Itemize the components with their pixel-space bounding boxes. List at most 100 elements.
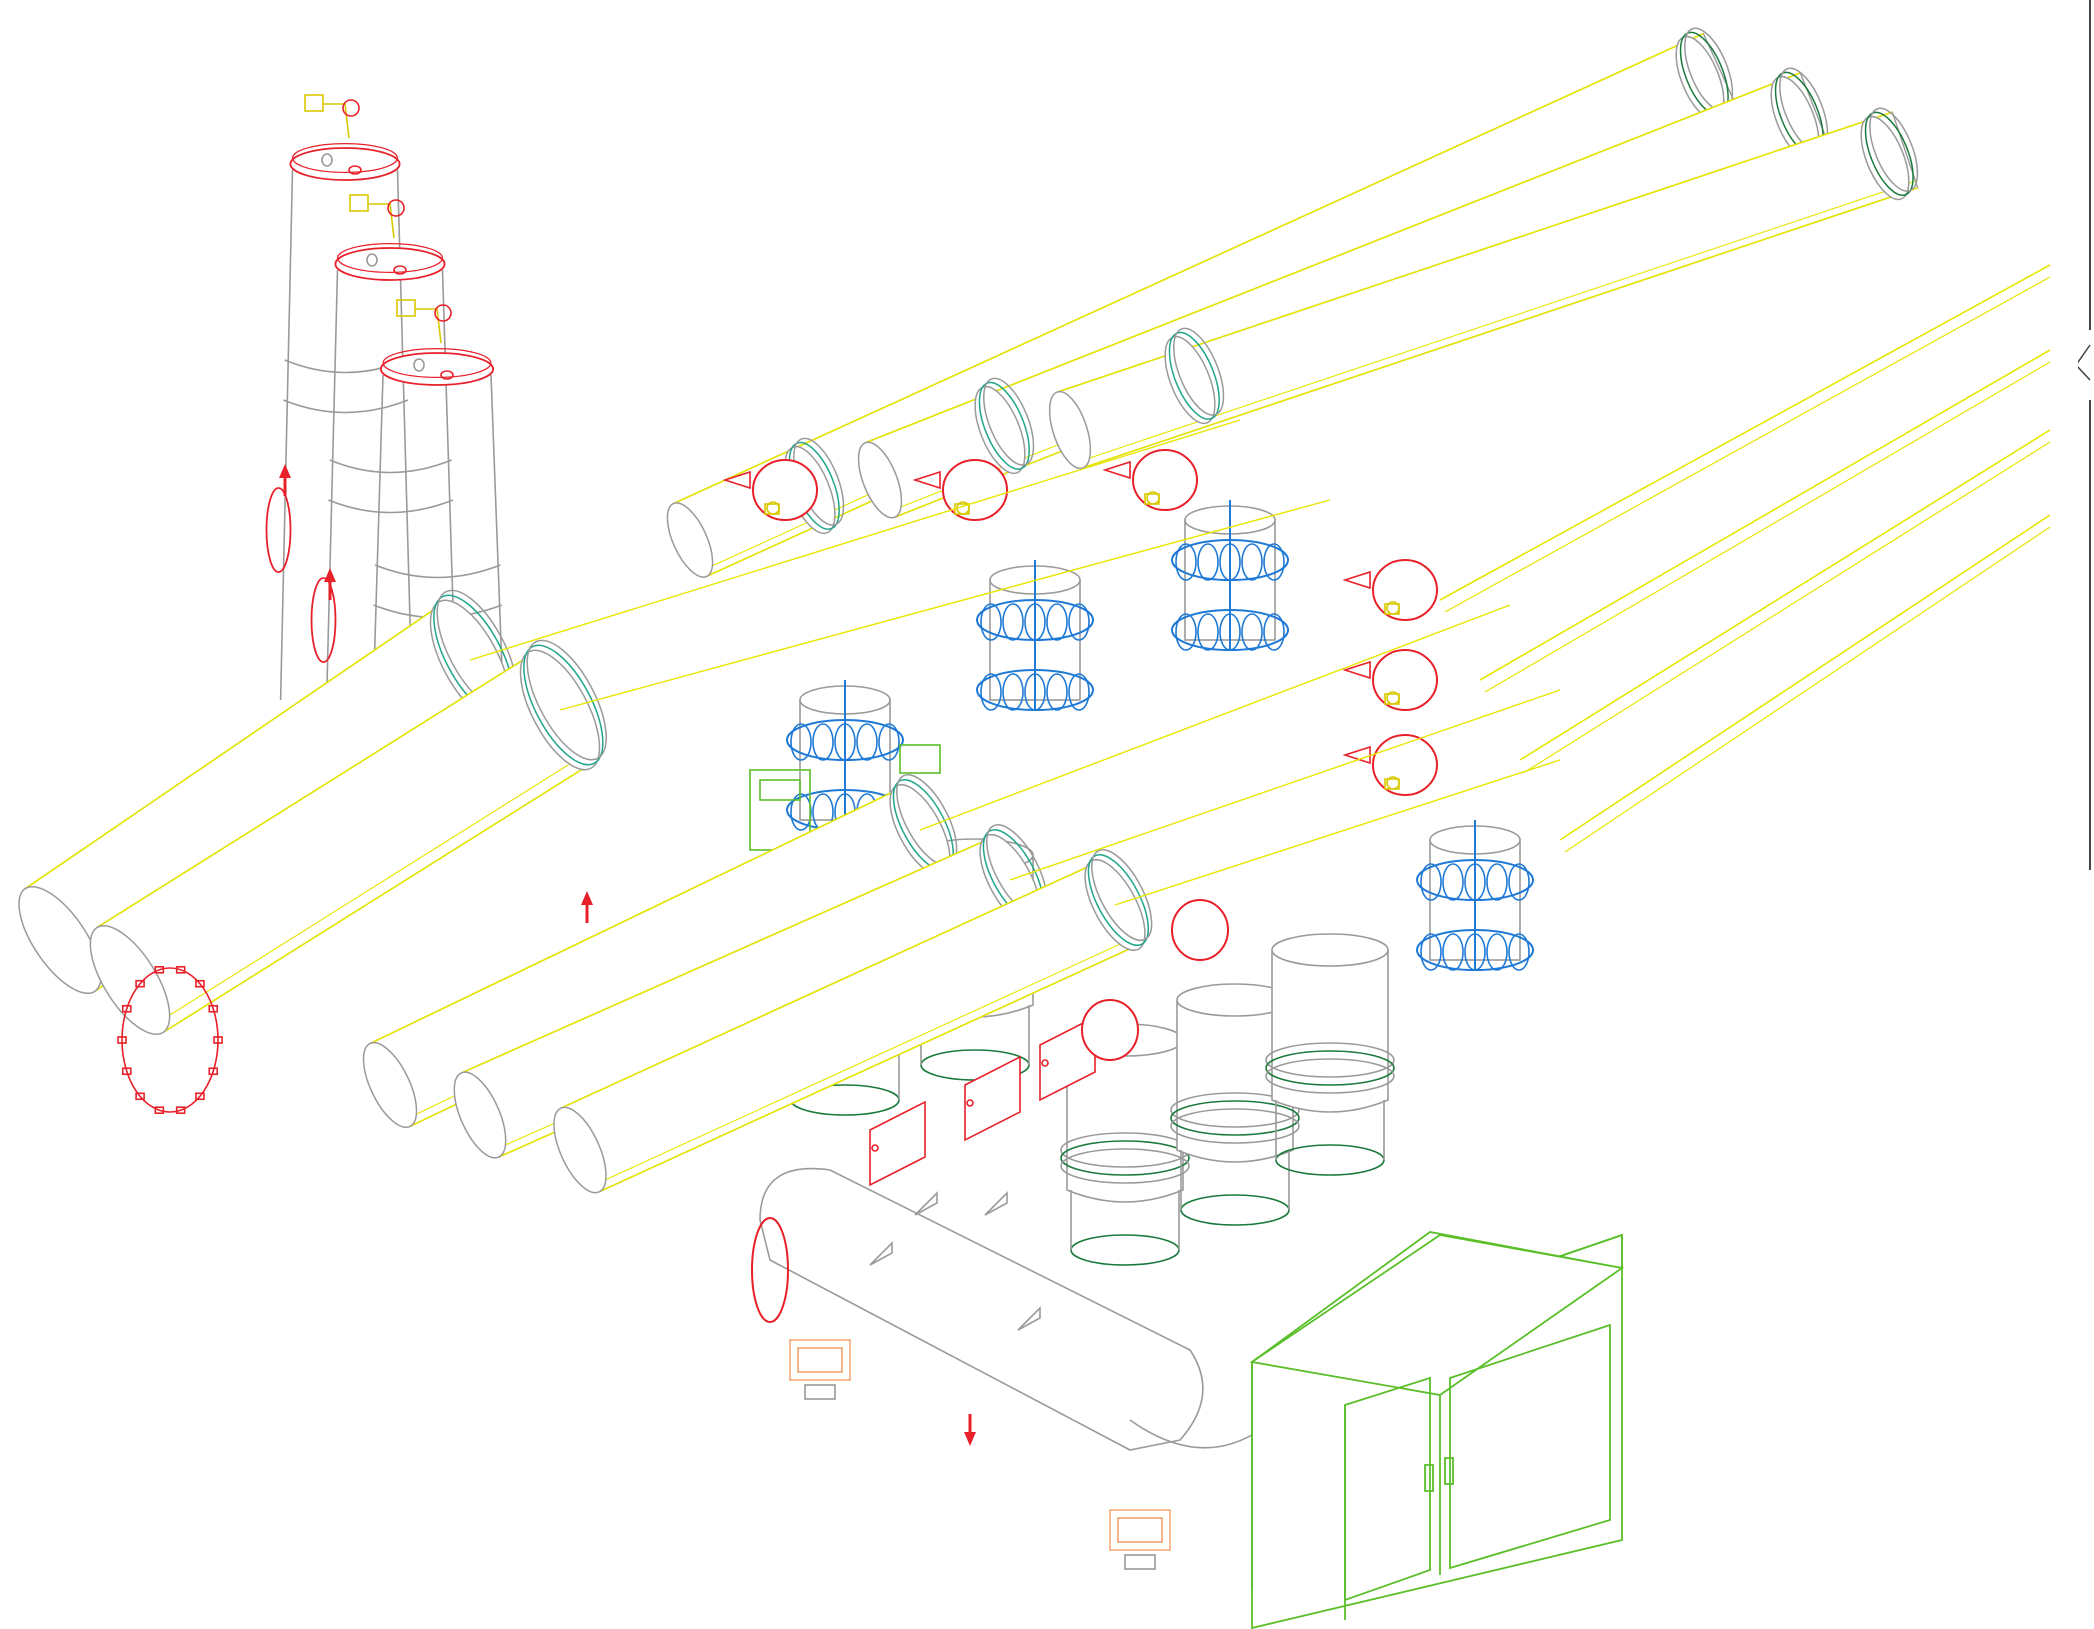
density-monitor	[396, 299, 452, 344]
mechanism-screw	[1041, 1059, 1049, 1067]
monitor-pipe	[415, 308, 442, 344]
vertical-tanks	[265, 94, 507, 781]
flow-arrow	[279, 464, 291, 496]
busbar-pipe-back	[857, 67, 1831, 519]
breaker-column	[1170, 983, 1300, 1226]
tank-top-cover	[334, 243, 446, 281]
manifold-body	[759, 1167, 1204, 1451]
pipe-edge-line	[156, 752, 588, 1024]
insulator-petal	[1046, 603, 1068, 641]
support-foot	[789, 1339, 851, 1381]
breaker-column	[1265, 933, 1395, 1176]
breaker-mechanism-box	[1039, 1015, 1096, 1102]
flange-bolt	[175, 1106, 186, 1114]
insulator-petal	[856, 723, 878, 761]
manifold-lug	[914, 1191, 938, 1216]
busbar-pipe-long	[1559, 514, 2051, 853]
manifold-elbow	[1129, 1419, 1261, 1449]
vertical-tank	[310, 194, 458, 741]
local-control-cabinet	[1249, 1231, 1625, 1629]
flange-ring	[526, 639, 607, 761]
insulator-petal	[1175, 543, 1197, 581]
tank-port	[321, 153, 333, 167]
monitor-box	[396, 299, 416, 317]
tank-port	[348, 165, 362, 175]
busbar-continuation-line	[1114, 759, 1561, 906]
insulator-petal	[1486, 933, 1508, 971]
pipe-edge-line	[1444, 276, 2051, 613]
valve-head-cover	[1372, 649, 1438, 711]
monitor-gauge	[387, 199, 405, 217]
vertical-tank	[265, 94, 413, 701]
column-body	[1066, 1040, 1184, 1203]
support-foot-inner	[797, 1347, 843, 1373]
column-flange-ring	[1265, 1042, 1395, 1078]
pipe-edge-line	[560, 862, 1097, 1109]
insulator-petal	[790, 793, 812, 831]
breaker-mechanism-box	[869, 1100, 926, 1187]
door-handle	[1424, 1464, 1434, 1492]
valve-handle	[912, 470, 941, 490]
arrow-head	[581, 891, 593, 905]
insulator-petal	[1442, 933, 1464, 971]
cover-rim	[379, 352, 495, 386]
pipe-end-cap	[453, 1071, 507, 1159]
busbar-pipe-back	[666, 27, 1738, 578]
manifold-lug	[869, 1241, 893, 1266]
insulator-petal	[1197, 613, 1219, 651]
busbar-pipe-back	[1048, 107, 1919, 470]
tank-top-cover	[289, 143, 401, 181]
pipe-end-cap	[18, 885, 102, 995]
busbar-continuation-line	[919, 604, 1511, 831]
column-flange-ring	[1265, 1058, 1395, 1094]
pipe-edge-line	[369, 787, 901, 1045]
pipe-edge-line	[1524, 441, 2051, 773]
tank-port	[413, 358, 425, 372]
manifold-lug	[984, 1191, 1008, 1216]
pipe-end-cap	[857, 441, 903, 519]
arrow-head	[324, 568, 336, 582]
insulator-petal	[1263, 543, 1285, 581]
pipe-edge-line	[1479, 349, 2051, 681]
elbow-valve-head	[1342, 649, 1438, 711]
manifold-end-flange	[751, 1217, 789, 1323]
pipe-edge-line	[1519, 429, 2051, 761]
mechanism-screw	[871, 1144, 879, 1152]
tank-seam	[374, 564, 501, 579]
column-body	[1176, 1000, 1294, 1163]
insulator-petal	[1002, 603, 1024, 641]
insulator-petal	[812, 723, 834, 761]
column-flange-ring	[1265, 1050, 1395, 1086]
support-foot-inner	[1117, 1517, 1163, 1543]
insulator-petal	[1197, 543, 1219, 581]
insulator-petal	[878, 723, 900, 761]
column-valve-head	[1171, 899, 1229, 961]
pipe-edge-line	[1057, 111, 1893, 393]
valve-actuator	[1384, 603, 1400, 615]
valve-head-cover	[942, 459, 1008, 521]
pipe-edge-line	[96, 656, 528, 929]
monitor-box	[349, 194, 369, 212]
valve-handle	[1342, 660, 1371, 680]
insulator-petal	[1486, 863, 1508, 901]
insulator-petal	[1420, 933, 1442, 971]
flow-arrow	[964, 1414, 976, 1446]
insulator-petal	[790, 723, 812, 761]
busbar-end-flange	[1860, 107, 1919, 201]
pipe-edge-line	[461, 837, 992, 1074]
column-valve-head	[1081, 999, 1139, 1061]
flange-ring	[1091, 849, 1153, 942]
valve-handle	[1102, 460, 1131, 480]
flange-bolt	[135, 1092, 145, 1101]
flange-bolt	[195, 979, 205, 988]
valve-head-cover	[1372, 734, 1438, 796]
valve-actuator	[1384, 693, 1400, 705]
support-foot	[1109, 1509, 1171, 1551]
flange-bolt	[154, 966, 165, 974]
flange-ring	[523, 644, 604, 766]
flange-ring	[1869, 107, 1919, 192]
flow-arrow	[324, 568, 336, 600]
disconnector-3	[1416, 820, 1534, 971]
flange-bolt	[121, 1004, 132, 1013]
